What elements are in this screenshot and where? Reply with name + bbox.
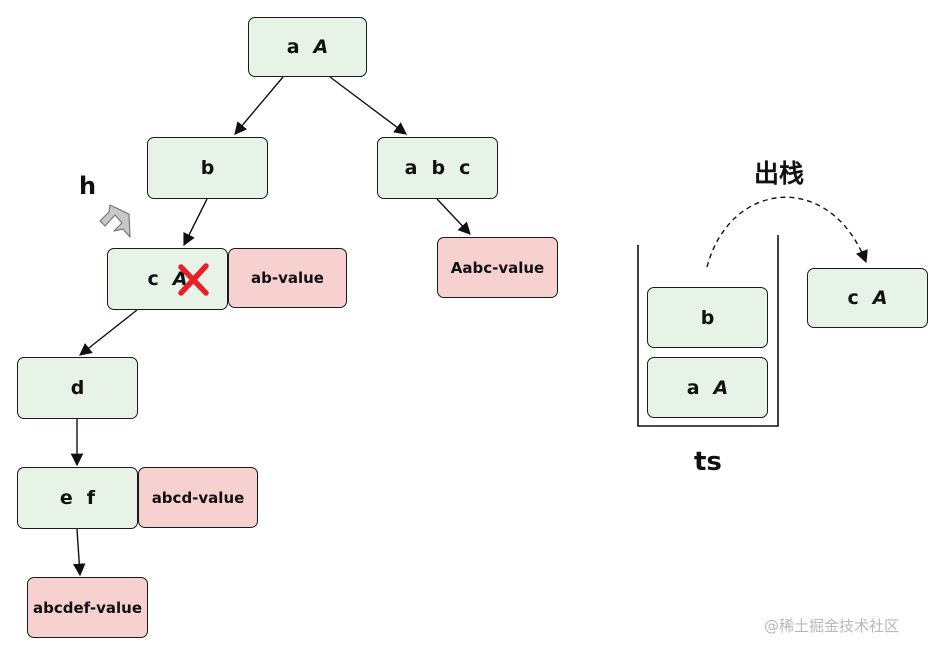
stack-container xyxy=(637,235,779,427)
node-key: f xyxy=(86,487,96,509)
pop-label: 出栈 xyxy=(754,159,805,188)
node-key: c xyxy=(847,287,859,309)
stack-item-top: b xyxy=(647,287,768,348)
node-key: A xyxy=(313,36,329,58)
pop-arrow xyxy=(706,196,868,268)
value-aabc: Aabc-value xyxy=(437,237,558,298)
edge-root-b xyxy=(234,76,284,135)
tree-node-b: b xyxy=(147,137,268,199)
watermark: @稀土掘金技术社区 xyxy=(764,617,900,635)
node-key: c xyxy=(147,268,159,290)
node-key: b xyxy=(200,157,215,179)
node-key: a xyxy=(686,376,700,399)
stack-label: ts xyxy=(694,447,722,477)
node-key: a xyxy=(286,36,300,58)
node-key: b xyxy=(431,157,446,179)
node-key: A xyxy=(872,287,888,309)
delete-mark-icon xyxy=(178,263,209,296)
node-key: b xyxy=(700,306,715,329)
tree-node-d: d xyxy=(17,357,138,419)
edge-c-d xyxy=(79,309,138,356)
edge-abc-aabc xyxy=(436,198,471,235)
value-abcd: abcd-value xyxy=(138,467,258,528)
edge-b-c xyxy=(183,198,208,247)
value-abcdef: abcdef-value xyxy=(27,577,148,638)
node-key: d xyxy=(70,377,85,399)
edge-ef-abcdef xyxy=(72,528,86,577)
node-key: e xyxy=(59,487,73,509)
node-key: c xyxy=(459,157,471,179)
edge-root-abc xyxy=(329,76,408,135)
pointer-label: h xyxy=(79,172,97,200)
node-key: A xyxy=(713,376,729,399)
node-key: a xyxy=(404,157,418,179)
value-ab: ab-value xyxy=(228,248,347,308)
pointer-arrow-icon xyxy=(99,204,131,238)
